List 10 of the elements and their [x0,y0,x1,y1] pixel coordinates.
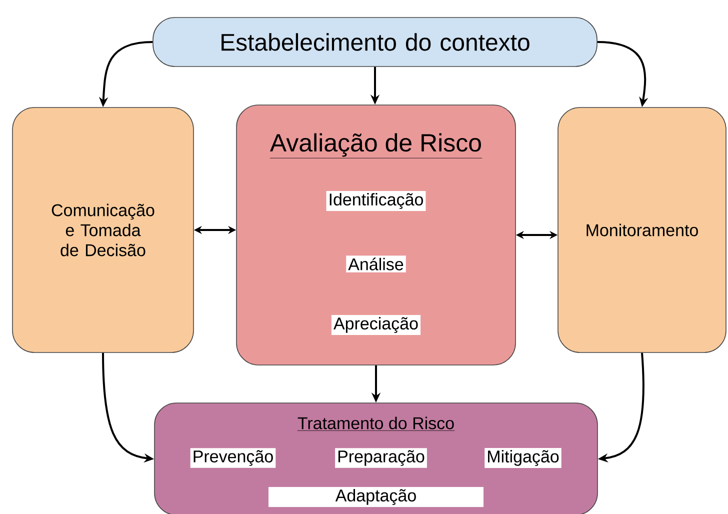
text-box: Adaptação [268,487,484,507]
text-box: Prevenção [190,448,276,468]
text-box: Análise [346,256,406,272]
rounded-box: Comunicação e Tomada de Decisão [12,107,194,353]
rounded-box: Monitoramento [558,107,726,353]
rounded-box: Estabelecimento do contexto [152,17,598,67]
text-box: Identificação [326,191,426,211]
text-box: Apreciação [331,315,421,335]
text-box: Mitigação [484,448,562,468]
text-box: Preparação [335,448,427,468]
